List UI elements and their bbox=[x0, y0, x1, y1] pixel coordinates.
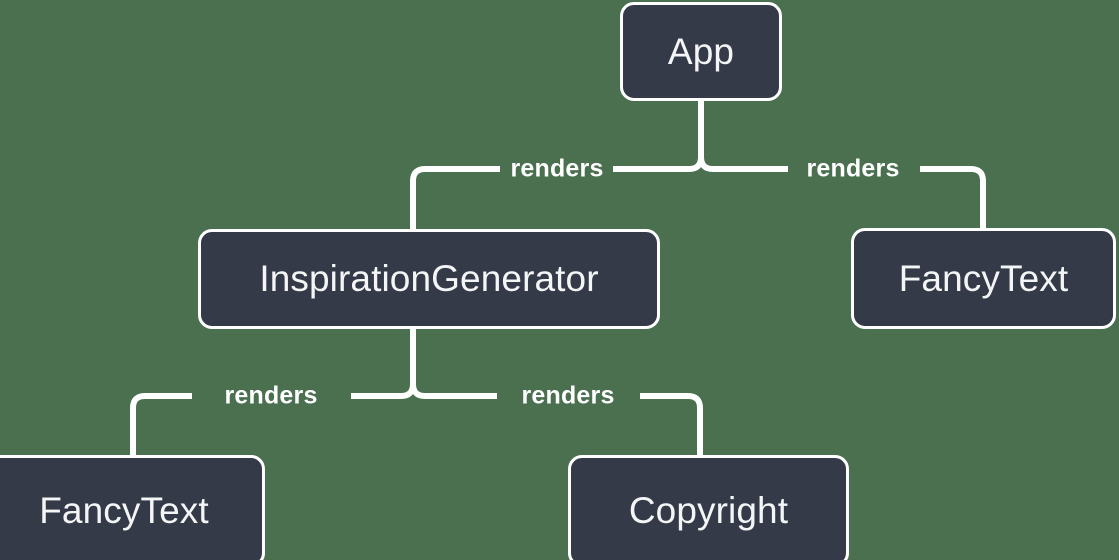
node-inspiration-generator[interactable]: InspirationGenerator bbox=[198, 229, 660, 329]
edge-inspiration-generator-to-fancy-text-tail bbox=[130, 393, 192, 455]
node-app[interactable]: App bbox=[620, 2, 782, 101]
edge-label-inspiration-generator-fancy-text: renders bbox=[224, 381, 318, 410]
edge-app-to-inspiration-generator-tail bbox=[410, 166, 500, 229]
edge-inspiration-generator-to-fancy-text bbox=[351, 383, 416, 399]
node-fancy-text-right[interactable]: FancyText bbox=[851, 228, 1116, 329]
edge-app-to-fancy-text-right-tail bbox=[920, 166, 986, 228]
node-fancy-text-bottom-label: FancyText bbox=[39, 490, 209, 531]
edge-label-app-inspiration-generator: renders bbox=[510, 154, 604, 183]
edge-label-inspiration-generator-copyright: renders bbox=[521, 381, 615, 410]
edge-label-app-fancy-text-right: renders bbox=[806, 154, 900, 183]
node-fancy-text-right-label: FancyText bbox=[898, 257, 1069, 299]
edge-inspiration-generator-to-copyright-tail bbox=[640, 393, 703, 455]
edge-inspiration-generator-to-copyright bbox=[410, 383, 497, 399]
node-fancy-text-bottom[interactable]: FancyText bbox=[0, 455, 265, 560]
edge-app-to-inspiration-generator bbox=[613, 156, 704, 172]
node-copyright-label: Copyright bbox=[628, 490, 789, 531]
node-inspiration-generator-label: InspirationGenerator bbox=[259, 258, 599, 299]
edge-app-to-fancy-text-right bbox=[698, 156, 788, 172]
node-app-label: App bbox=[667, 30, 735, 72]
node-copyright[interactable]: Copyright bbox=[568, 455, 849, 560]
